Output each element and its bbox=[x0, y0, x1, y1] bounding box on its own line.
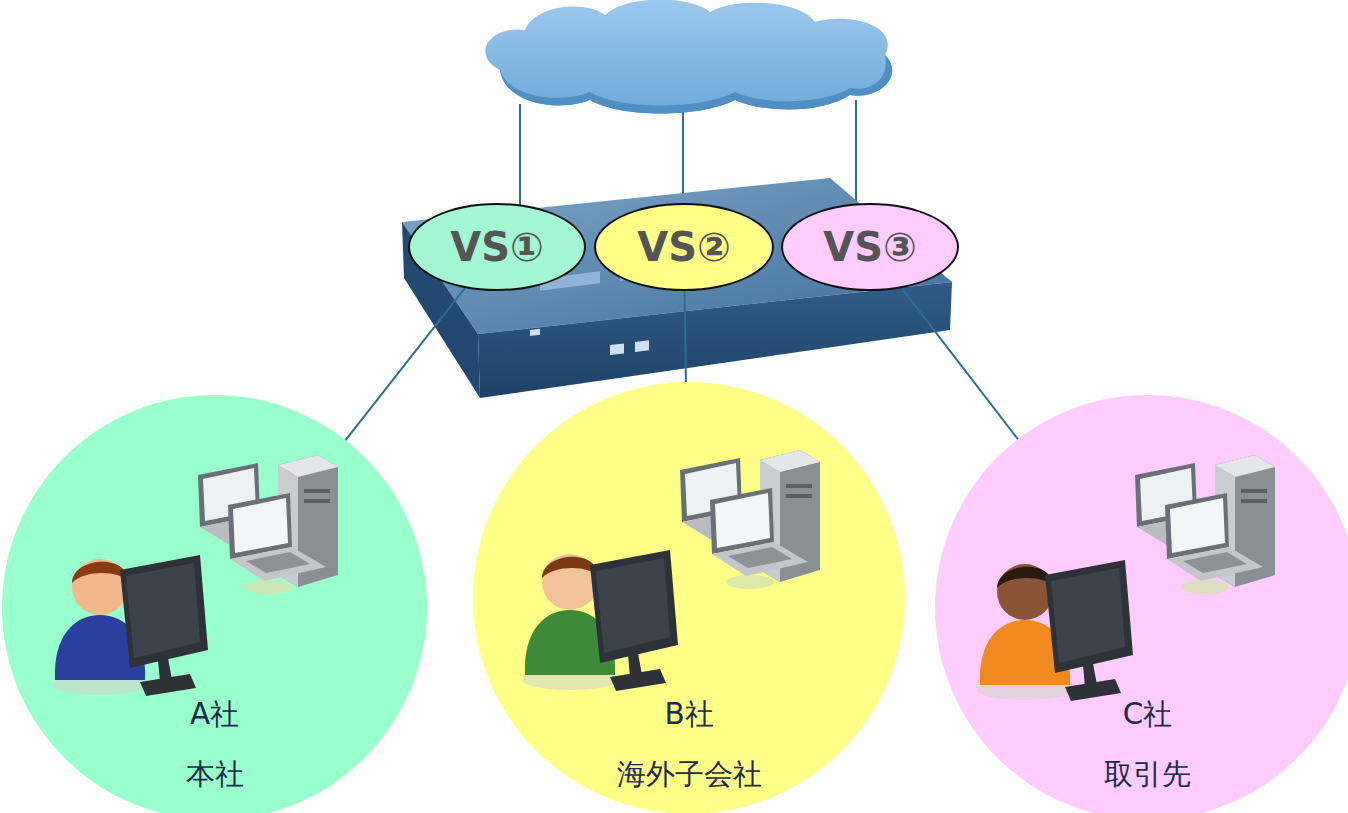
link-line bbox=[902, 288, 1018, 439]
site-label: 取引先 bbox=[935, 755, 1348, 795]
virtual-system-ellipse: VS① bbox=[408, 203, 586, 291]
link-line bbox=[685, 291, 686, 382]
site-label: A社 bbox=[2, 695, 427, 735]
site-label: C社 bbox=[935, 695, 1348, 735]
site-label: 海外子会社 bbox=[473, 755, 905, 795]
site-circle: B社海外子会社 bbox=[473, 382, 905, 813]
virtual-system-ellipse: VS② bbox=[594, 203, 774, 291]
site-label: B社 bbox=[473, 695, 905, 735]
site-circle: A社本社 bbox=[2, 395, 427, 813]
cloud bbox=[485, 0, 892, 113]
system-label: VS③ bbox=[823, 224, 917, 270]
site-circle: C社取引先 bbox=[935, 395, 1348, 813]
system-label: VS① bbox=[450, 224, 544, 270]
system-label: VS② bbox=[637, 224, 731, 270]
virtual-system-ellipse: VS③ bbox=[781, 203, 959, 291]
link-line bbox=[346, 288, 465, 440]
site-label: 本社 bbox=[2, 755, 427, 795]
